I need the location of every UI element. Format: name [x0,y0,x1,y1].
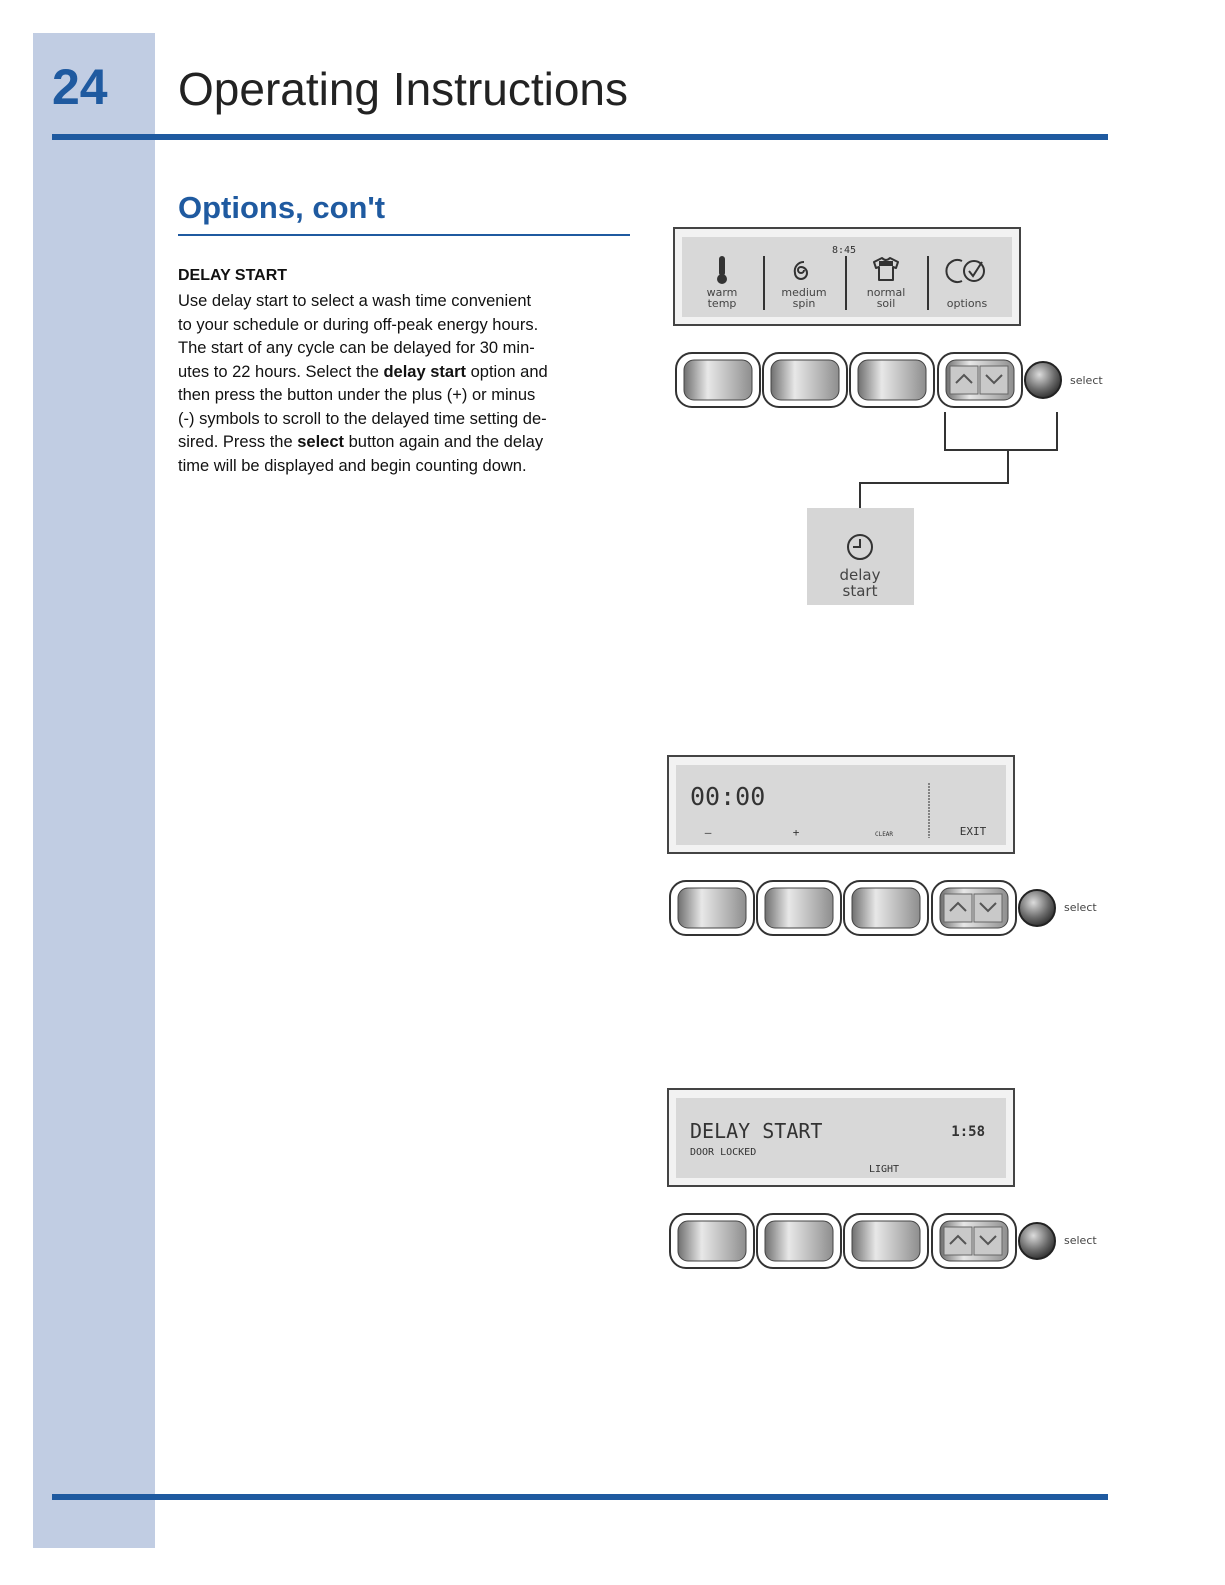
panel2-select-label: select [1064,901,1097,914]
panel2-display: 00:00 – + CLEAR EXIT [667,755,1015,854]
clear-label: CLEAR [875,831,893,838]
panel3-buttons[interactable] [669,1213,1056,1269]
panel3-time: 1:58 [951,1124,985,1140]
panel2-buttons[interactable] [669,880,1056,936]
callout-delay-label: delay [840,566,881,584]
callout-start-label: start [843,582,878,600]
delay-start-body: Use delay start to select a wash time co… [178,292,548,475]
thermometer-icon [717,256,727,284]
door-locked-label: DOOR LOCKED [690,1147,756,1158]
spiral-spin-icon [793,260,808,280]
panel3-select-label: select [1064,1234,1097,1247]
options-check-icon [945,259,985,283]
warm-label: warm [707,286,738,299]
shirt-icon [873,257,899,281]
footer-rule [52,1494,1108,1500]
soil-label: soil [877,297,896,310]
panel1-buttons[interactable] [675,352,1062,408]
page-number: 24 [52,59,108,115]
minus-label: – [705,826,712,839]
panel3-display: DELAY START 1:58 DOOR LOCKED LIGHT [667,1088,1015,1187]
header-rule [52,134,1108,140]
exit-label: EXIT [960,825,987,838]
light-label: LIGHT [869,1164,899,1175]
options-label: options [947,297,988,310]
panel2-time: 00:00 [690,782,765,811]
panel1-time: 8:45 [832,245,856,256]
medium-label: medium [781,286,826,299]
clock-icon [847,534,873,560]
delay-start-callout: delay start [807,508,914,605]
spin-label: spin [793,297,816,310]
control-panel-figures: 8:45 warm temp medium spin normal soil o… [667,227,1103,1269]
panel1-display: 8:45 warm temp medium spin normal soil o… [673,227,1021,326]
delay-start-heading: DELAY START [178,267,288,284]
temp-label: temp [708,297,737,310]
panel1-select-label: select [1070,374,1103,387]
panel3-title: DELAY START [690,1119,822,1143]
page-title: Operating Instructions [178,63,629,115]
callout-bracket [859,412,1058,508]
plus-label: + [793,826,800,839]
section-title: Options, con't [178,190,386,225]
section-rule [178,234,630,236]
normal-label: normal [867,286,906,299]
left-sidebar-band [33,33,155,1548]
